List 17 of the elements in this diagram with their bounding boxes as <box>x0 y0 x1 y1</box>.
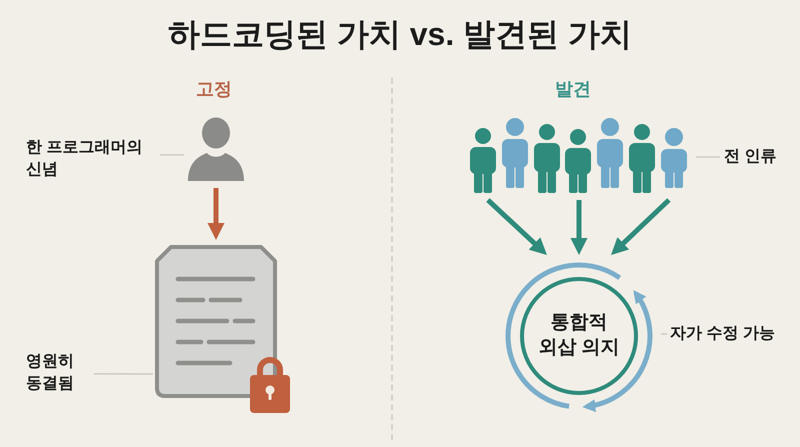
leader-line <box>696 156 720 158</box>
column-heading: 고정 <box>195 78 233 101</box>
arrow <box>610 198 671 256</box>
callout-label: 자가 수정 가능 <box>670 323 786 345</box>
callout-label: 한 프로그래머의 신념 <box>26 136 156 182</box>
callout-label: 전 인류 <box>724 146 784 168</box>
leader-line <box>94 373 153 375</box>
person-icon <box>186 116 246 182</box>
leader-line <box>661 333 667 335</box>
arrow <box>570 200 588 255</box>
column-heading: 발견 <box>554 78 592 101</box>
arrow <box>208 188 224 240</box>
callout-label: 영원히 동결됨 <box>26 350 90 396</box>
leader-line <box>160 154 184 156</box>
document-icon <box>155 243 277 398</box>
title: 하드코딩된 가치 vs. 발견된 가치 <box>168 15 632 54</box>
arrow <box>486 198 547 255</box>
